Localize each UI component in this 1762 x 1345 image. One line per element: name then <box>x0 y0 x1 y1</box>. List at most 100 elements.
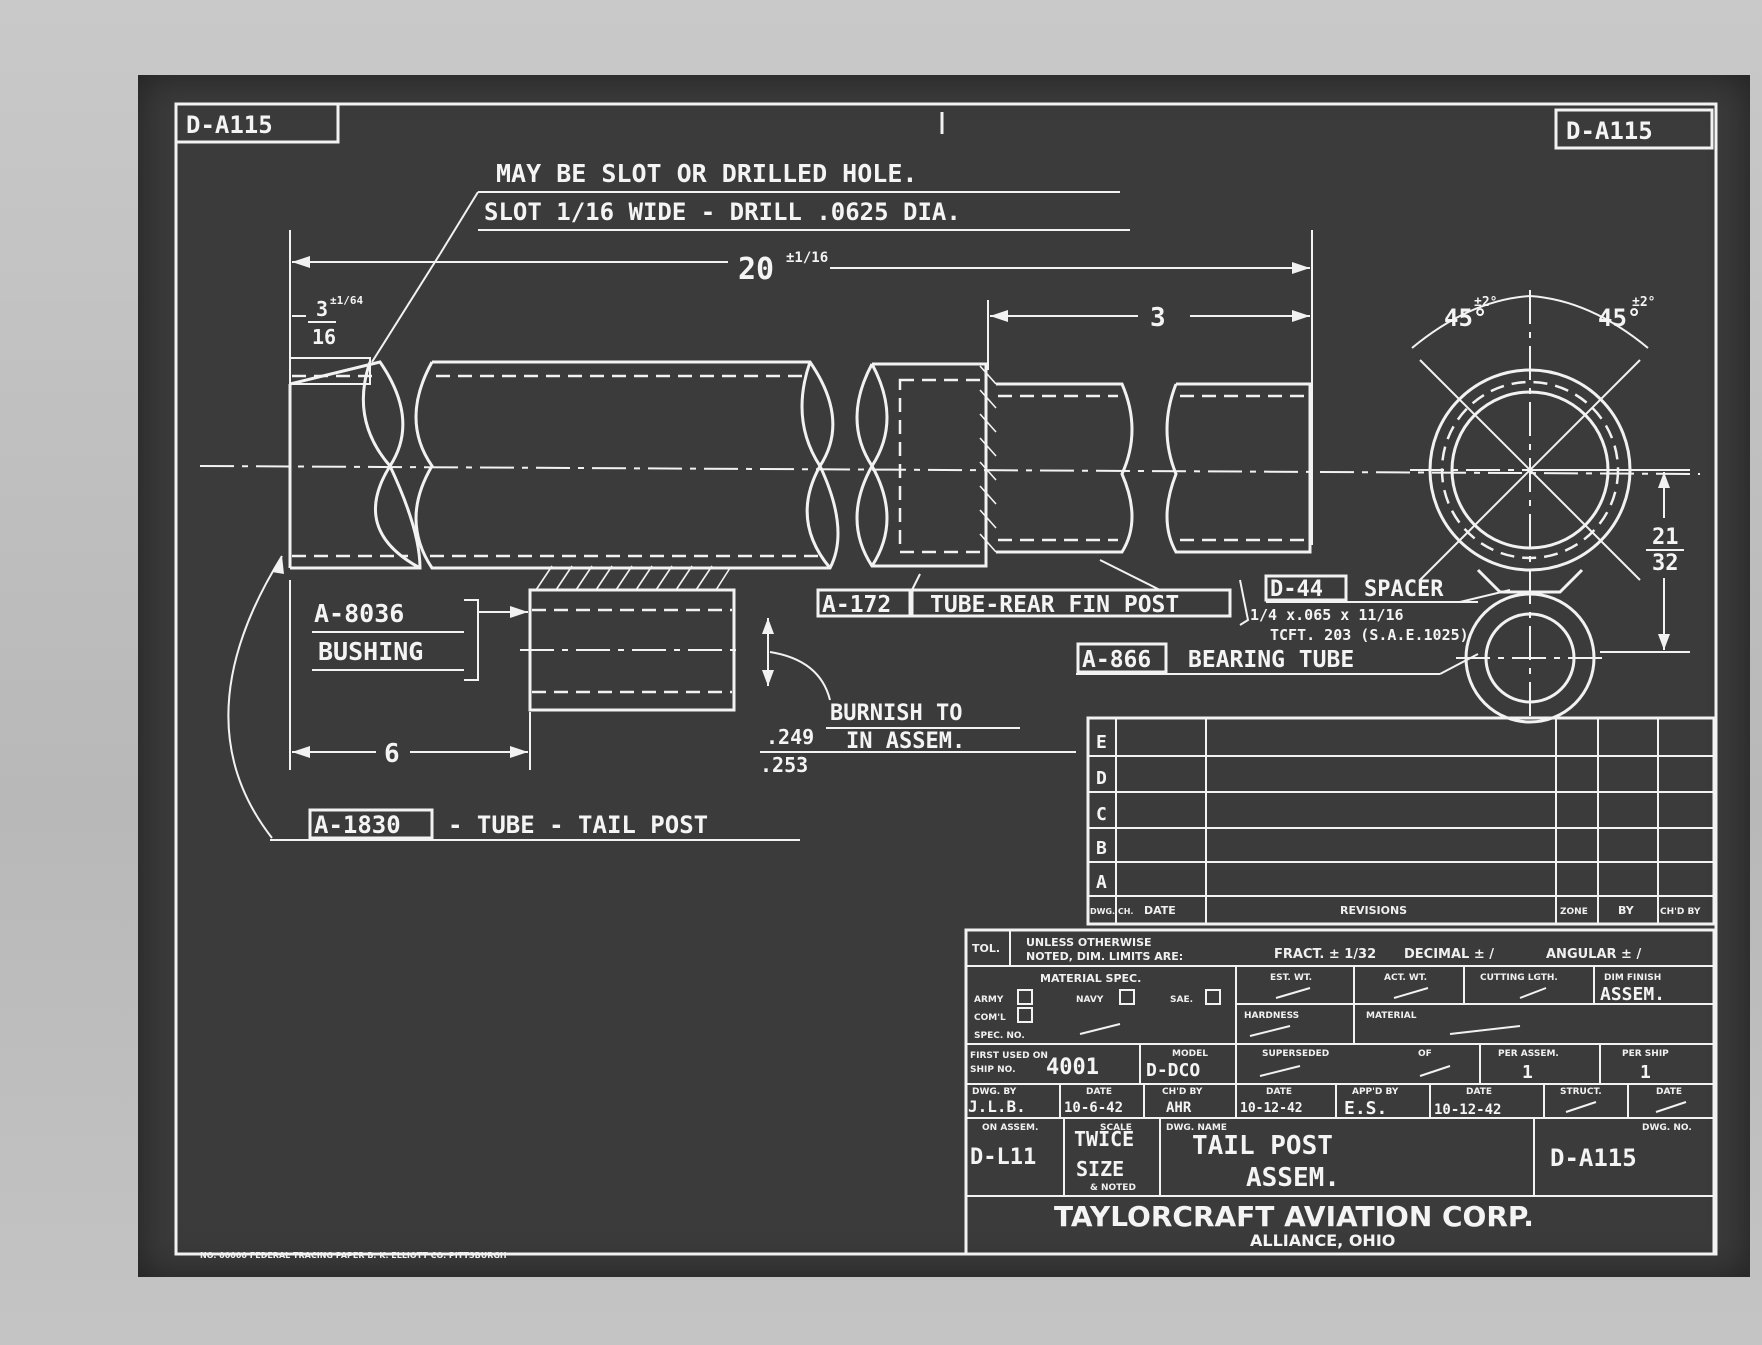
title-block-grid <box>964 928 1716 1256</box>
fin-post-end <box>1165 382 1312 554</box>
blank-mark <box>1079 1023 1121 1035</box>
bearing-number-box <box>1076 642 1168 674</box>
tb-cutting-lgth: CUTTING LGTH. <box>1480 973 1558 983</box>
spacer-spec-1: 1/4 x.065 x 11/16 <box>1250 606 1404 624</box>
dim-3: 3 <box>1150 303 1166 333</box>
tube-segment-2 <box>414 360 840 570</box>
tb-model: MODEL <box>1172 1049 1208 1059</box>
tb-dwg-no: DWG. NO. <box>1642 1123 1692 1133</box>
blank-mark <box>1449 1025 1521 1035</box>
tb-date-2: DATE <box>1266 1087 1292 1097</box>
tb-date-3-value: 10-12-42 <box>1434 1102 1501 1118</box>
dim-20-tol: ±1/16 <box>786 250 828 266</box>
tb-dwg-by-value: J.L.B. <box>968 1097 1026 1116</box>
tb-appd-by-value: E.S. <box>1344 1098 1387 1119</box>
dim-20: 20 <box>738 252 774 287</box>
tb-name-line-1: TAIL POST <box>1192 1131 1333 1161</box>
company-name: TAYLORCRAFT AVIATION CORP. <box>1054 1200 1534 1233</box>
spacer-bracket <box>1239 579 1250 626</box>
blank-mark <box>1655 1101 1687 1113</box>
sheet-id-left: D-A115 <box>186 111 273 139</box>
tb-material: MATERIAL <box>1366 1011 1417 1021</box>
tb-on-assem: ON ASSEM. <box>982 1123 1038 1133</box>
note-leader-b <box>371 253 441 363</box>
rev-by-header: BY <box>1618 904 1635 917</box>
burnish-hi: .249 <box>766 725 814 749</box>
tb-dim-finish: DIM FINISH <box>1604 973 1661 983</box>
blank-mark <box>1259 1065 1301 1077</box>
tb-dwg-no-value: D-A115 <box>1550 1144 1637 1172</box>
revision-block <box>1086 716 1716 926</box>
arrow <box>762 618 774 634</box>
fin-post-name-box <box>910 588 1232 618</box>
rev-chkd-header: CH'D BY <box>1660 907 1701 917</box>
tb-date-1: DATE <box>1086 1087 1112 1097</box>
coml-checkbox[interactable] <box>1017 1007 1033 1023</box>
blank-mark <box>1519 987 1547 999</box>
arrow <box>1658 472 1670 488</box>
arrow <box>510 746 528 758</box>
tb-name-line-2: ASSEM. <box>1246 1163 1340 1193</box>
blank-mark <box>1249 1025 1291 1037</box>
tb-appd-by: APP'D BY <box>1352 1087 1399 1097</box>
tb-date-3: DATE <box>1466 1087 1492 1097</box>
tb-per-assem-value: 1 <box>1522 1062 1533 1083</box>
angle-2: 45° <box>1598 304 1641 332</box>
tb-coml: COM'L <box>974 1013 1006 1023</box>
blank-mark <box>1565 1101 1597 1113</box>
angle-arc-2 <box>1529 295 1649 349</box>
centerline <box>199 465 1701 475</box>
rev-dwg-ch: DWG. CH. <box>1090 907 1133 916</box>
tb-scale: SCALE <box>1100 1123 1132 1133</box>
rev-revisions-header: REVISIONS <box>1340 904 1407 917</box>
bushing-number: A-8036 <box>314 599 404 628</box>
tb-sae: SAE. <box>1170 995 1193 1005</box>
angle-line-2 <box>1419 359 1641 581</box>
tb-spec-no: SPEC. NO. <box>974 1031 1025 1041</box>
arrow <box>1658 634 1670 650</box>
break-curve-2 <box>800 361 832 569</box>
arrow <box>990 310 1008 322</box>
inner-border <box>174 102 1718 1256</box>
tb-of: OF <box>1418 1049 1432 1059</box>
rev-letter-d: D <box>1096 768 1107 789</box>
tb-unless-2: NOTED, DIM. LIMITS ARE: <box>1026 950 1183 963</box>
rev-zone-header: ZONE <box>1560 907 1588 917</box>
rev-letter-a: A <box>1096 872 1107 893</box>
tb-model-value: D-DCO <box>1146 1060 1200 1081</box>
slot-stub <box>289 357 371 385</box>
tb-material-spec: MATERIAL SPEC. <box>1040 972 1141 985</box>
tail-post-number: A-1830 <box>314 811 401 839</box>
sheet-id-box-right <box>1554 108 1714 150</box>
tb-army: ARMY <box>974 995 1004 1005</box>
angle-arc-1 <box>1411 295 1531 349</box>
fin-post-number: A-172 <box>822 592 891 618</box>
tb-chkd-by: CH'D BY <box>1162 1087 1203 1097</box>
burnish-note-1: BURNISH TO <box>830 701 962 726</box>
rev-letter-c: C <box>1096 804 1107 825</box>
arrow <box>762 670 774 686</box>
tb-hardness: HARDNESS <box>1244 1011 1299 1021</box>
navy-checkbox[interactable] <box>1119 989 1135 1005</box>
note-slot-or-hole: MAY BE SLOT OR DRILLED HOLE. <box>496 159 917 188</box>
tb-first-used-2: SHIP NO. <box>970 1065 1016 1075</box>
dim-slot-tol: ±1/64 <box>330 294 363 307</box>
tb-on-assem-value: D-L11 <box>970 1145 1036 1170</box>
weld-hatch <box>979 365 997 553</box>
tb-chkd-by-value: AHR <box>1166 1100 1192 1116</box>
army-checkbox[interactable] <box>1017 989 1033 1005</box>
tail-post-number-box <box>308 808 434 840</box>
angle-2-tol: ±2° <box>1632 295 1655 310</box>
tb-scale-value-2: SIZE <box>1076 1157 1124 1181</box>
dim-slot-den: 16 <box>312 325 336 349</box>
blank-mark <box>1275 987 1311 999</box>
burnish-leader <box>769 651 831 701</box>
tail-post-name: - TUBE - TAIL POST <box>448 811 708 839</box>
tb-navy: NAVY <box>1076 995 1104 1005</box>
note-leader-a <box>439 191 479 255</box>
bearing-number: A-866 <box>1082 647 1151 673</box>
sae-checkbox[interactable] <box>1205 989 1221 1005</box>
spacer-body <box>1476 568 1584 594</box>
arrow <box>272 556 284 574</box>
